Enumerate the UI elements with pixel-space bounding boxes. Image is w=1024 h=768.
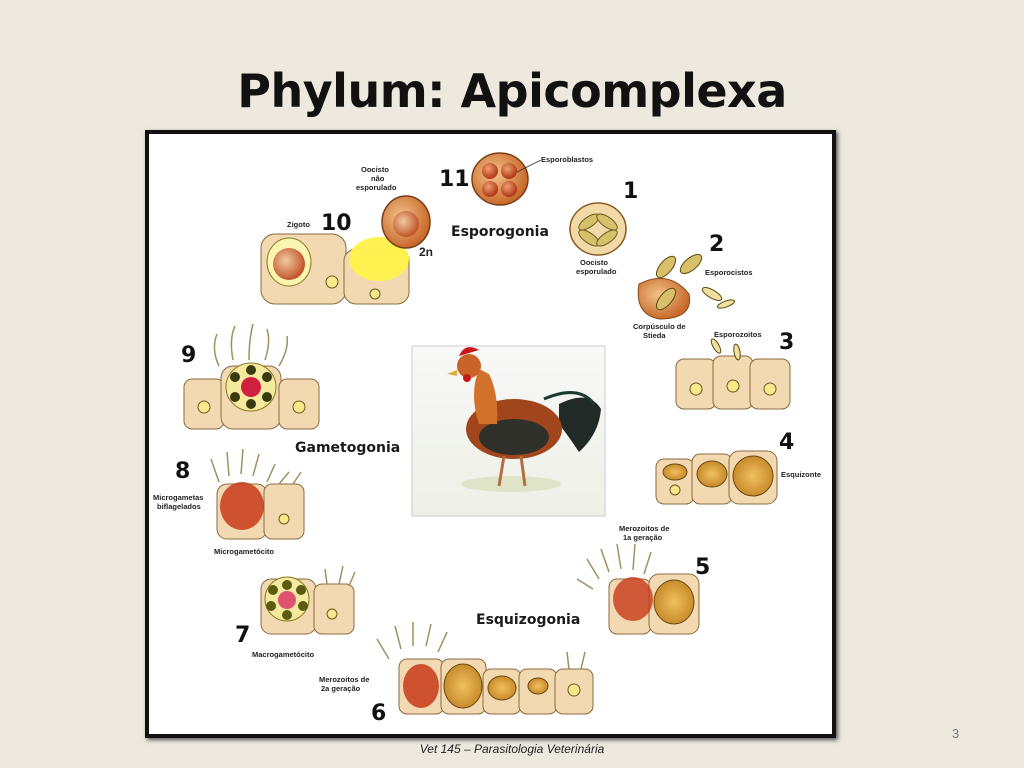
- stage-label-gametogonia: Gametogonia: [295, 440, 400, 456]
- stage-8-microgametocyte: [210, 448, 305, 540]
- rooster-host-image: [411, 345, 606, 517]
- label-oocisto-nao-3: esporulado: [356, 183, 397, 192]
- label-microgametas-1: Microgametas: [153, 493, 203, 502]
- label-oocisto-esporulado-1: Oocisto: [580, 258, 608, 267]
- stage-label-esquizogonia: Esquizogonia: [476, 612, 580, 628]
- label-esporozoitos: Esporozoitos: [714, 330, 762, 339]
- label-zigoto: Zigoto: [287, 220, 310, 229]
- label-corpusculo-1: Corpúsculo de: [633, 322, 686, 331]
- stage-number-1: 1: [623, 179, 638, 204]
- stage-number-5: 5: [695, 555, 710, 580]
- stage-number-9: 9: [181, 343, 196, 368]
- label-corpusculo-2: Stieda: [643, 331, 666, 340]
- page-number: 3: [952, 726, 960, 741]
- label-esporocistos: Esporocistos: [705, 268, 753, 277]
- label-microgametas-2: biflagelados: [157, 502, 201, 511]
- stage-number-7: 7: [235, 623, 250, 648]
- stage-number-4: 4: [779, 430, 794, 455]
- label-microgametocito: Microgametócito: [214, 547, 274, 556]
- stage-5-merozoites-1: [576, 543, 700, 635]
- stage-label-esporogonia: Esporogonia: [451, 224, 549, 240]
- label-esquizonte: Esquizonte: [781, 470, 821, 479]
- label-merozoitos1-1: Merozoitos de: [619, 524, 669, 533]
- stage-number-10: 10: [321, 211, 352, 236]
- label-ploidy: 2n: [419, 245, 433, 259]
- stage-number-11: 11: [439, 167, 470, 192]
- slide-title: Phylum: Apicomplexa: [237, 64, 787, 118]
- life-cycle-svg: Esporoblastos 11 1 Oocisto esporulado Es…: [153, 152, 821, 726]
- label-macrogametocito: Macrogametócito: [252, 650, 315, 659]
- stage-1-sporulated-oocyst: [569, 202, 627, 256]
- stage-11-oocyst-sporoblasts: [471, 152, 542, 206]
- stage-number-2: 2: [709, 232, 724, 257]
- stage-number-3: 3: [779, 330, 794, 355]
- life-cycle-diagram: Esporoblastos 11 1 Oocisto esporulado Es…: [145, 130, 836, 738]
- label-esporoblastos: Esporoblastos: [541, 155, 593, 164]
- footer-course: Vet 145 – Parasitologia Veterinária: [419, 742, 605, 756]
- stage-number-6: 6: [371, 701, 386, 726]
- label-merozoitos2-2: 2a geração: [321, 684, 361, 693]
- stage-2-sporocysts: [637, 253, 736, 320]
- stage-number-8: 8: [175, 459, 190, 484]
- stage-10-zygote: [260, 233, 410, 305]
- stage-4-schizont: [655, 450, 778, 505]
- stage-6-merozoites-2: [376, 622, 594, 715]
- stage-3-sporozoites-cells: [675, 338, 791, 410]
- unsporulated-oocyst: [381, 195, 431, 249]
- stage-7-macrogametocyte: [260, 565, 356, 635]
- label-oocisto-nao-1: Oocisto: [361, 165, 389, 174]
- label-oocisto-esporulado-2: esporulado: [576, 267, 617, 276]
- stage-9-fertilization: [183, 323, 320, 430]
- label-merozoitos2-1: Merozoitos de: [319, 675, 369, 684]
- label-oocisto-nao-2: não: [371, 174, 385, 183]
- label-merozoitos1-2: 1a geração: [623, 533, 663, 542]
